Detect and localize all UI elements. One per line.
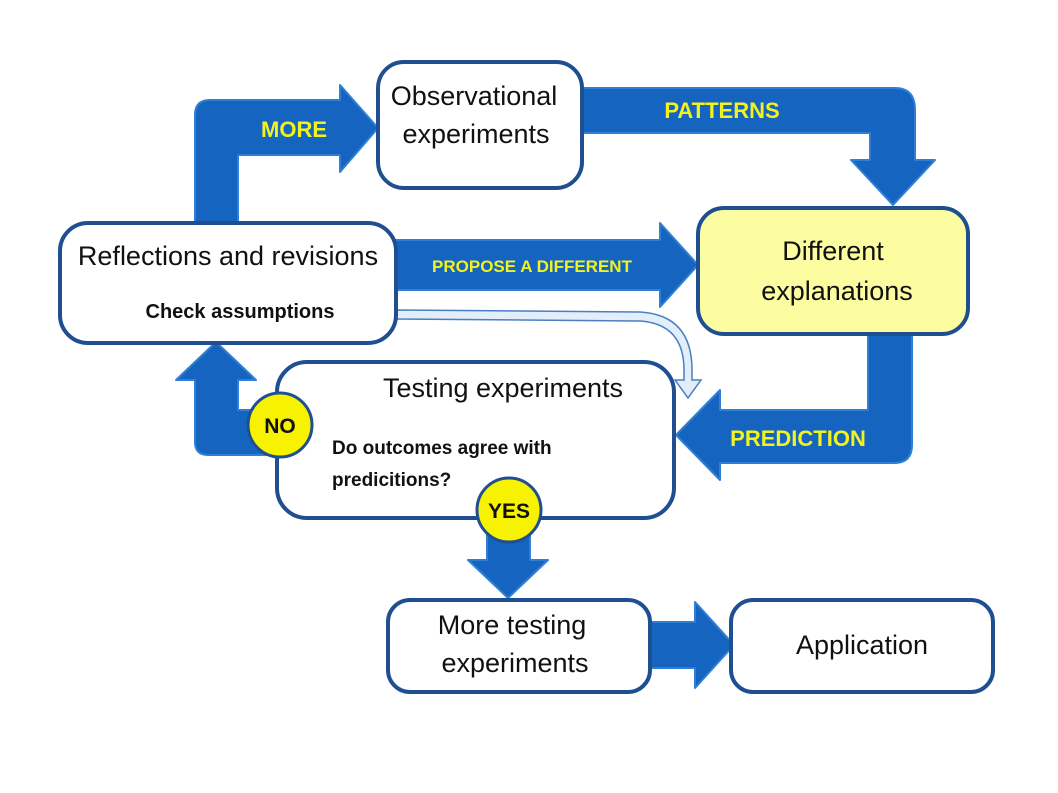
node-reflections-subtitle: Check assumptions xyxy=(146,301,335,323)
node-explanations-line2: explanations xyxy=(761,276,913,306)
badge-no-label: NO xyxy=(264,415,296,438)
arrow-check-assumptions xyxy=(395,309,703,400)
arrow-more xyxy=(194,84,379,226)
node-observational-line2: experiments xyxy=(402,119,549,149)
node-reflections-and-revisions: Reflections and revisions Check assumpti… xyxy=(58,221,398,345)
node-application-label: Application xyxy=(796,630,928,660)
node-reflections-title: Reflections and revisions xyxy=(78,241,378,271)
badge-no: NO xyxy=(246,391,314,459)
node-more-testing-experiments: More testing experiments xyxy=(386,598,652,694)
node-more-testing-line2: experiments xyxy=(441,648,588,678)
node-application: Application xyxy=(729,598,995,694)
badge-yes-label: YES xyxy=(488,500,530,523)
arrow-to-application xyxy=(647,601,735,689)
arrow-propose xyxy=(395,222,699,308)
label-prediction: PREDICTION xyxy=(730,426,866,451)
label-patterns: PATTERNS xyxy=(664,98,779,123)
node-observational-experiments: Observational experiments xyxy=(376,60,584,190)
node-more-testing-line1: More testing xyxy=(438,610,587,640)
node-testing-title: Testing experiments xyxy=(383,373,623,403)
node-observational-line1: Observational xyxy=(391,81,558,111)
node-testing-question-line2: predicitions? xyxy=(332,470,451,491)
badge-yes: YES xyxy=(475,476,543,544)
arrow-patterns xyxy=(581,87,936,206)
arrow-prediction xyxy=(675,334,913,481)
node-different-explanations: Different explanations xyxy=(696,206,970,336)
node-testing-experiments: Testing experiments Do outcomes agree wi… xyxy=(275,360,676,520)
node-explanations-line1: Different xyxy=(782,236,884,266)
label-propose-a-different: PROPOSE A DIFFERENT xyxy=(432,257,633,276)
label-more: MORE xyxy=(261,117,327,142)
node-testing-question-line1: Do outcomes agree with xyxy=(332,438,552,459)
